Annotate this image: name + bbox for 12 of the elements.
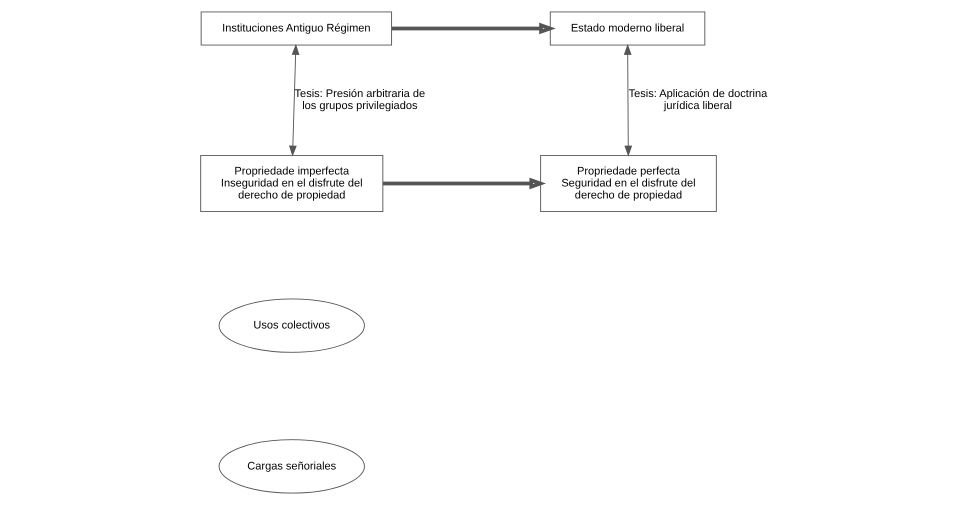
- arrow: [382, 178, 546, 190]
- edge-label: Tesis: Aplicación de doctrina jurídica liberal: [628, 88, 768, 112]
- node-box: Propriedade imperfecta Inseguridad en el disfrute del derecho de propiedad: [200, 154, 384, 212]
- arrow: [289, 44, 300, 157]
- node-box: Instituciones Antiguo Régimen: [200, 11, 392, 46]
- node-ellipse: Usos colectivos: [218, 298, 365, 353]
- arrow: [624, 44, 632, 157]
- node-box: Estado moderno liberal: [550, 11, 706, 46]
- node-ellipse: Cargas señoriales: [218, 439, 365, 494]
- node-box: Propriedade perfecta Seguridad en el disfrute del derecho de propiedad: [540, 154, 717, 212]
- arrow: [392, 22, 556, 34]
- edge-label: Tesis: Presión arbitraria de los grupos privilegiados: [294, 88, 426, 112]
